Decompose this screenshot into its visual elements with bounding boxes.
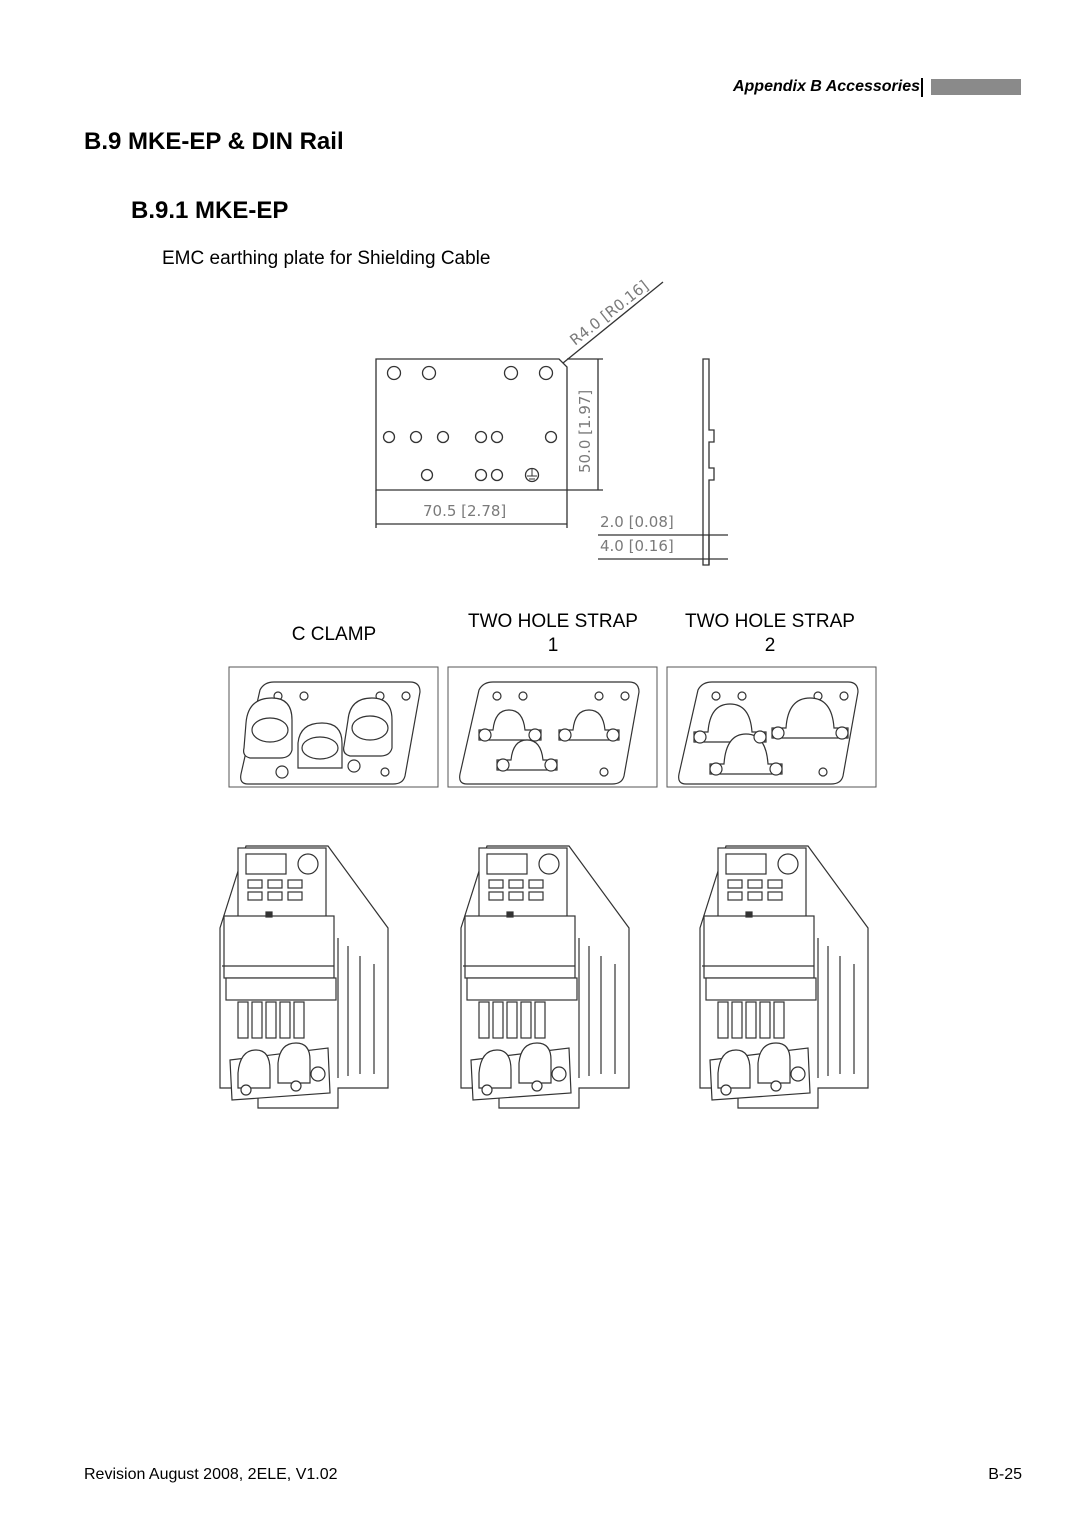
height-dimension: 50.0 [1.97] xyxy=(576,390,594,473)
plate-outline xyxy=(375,358,568,491)
accessory-illustrations xyxy=(228,666,877,788)
drive-with-c-clamp xyxy=(219,845,389,1109)
strap-2-frame xyxy=(666,666,877,788)
page-number: B-25 xyxy=(988,1466,1022,1483)
strap-1-frame xyxy=(447,666,658,788)
width-dimension: 70.5 [2.78] xyxy=(423,502,506,520)
c-clamp-illustration xyxy=(240,681,421,785)
drive-with-strap-1 xyxy=(460,845,630,1109)
plate-dimension-drawing: 70.5 [2.78] 2.0 [0.08] 4.0 [0.16] 50.0 [… xyxy=(375,277,728,566)
ground-symbol xyxy=(527,469,537,480)
plate-description: EMC earthing plate for Shielding Cable xyxy=(162,248,491,269)
depth-dimension: 4.0 [0.16] xyxy=(600,537,674,555)
header-title: Appendix B Accessories xyxy=(732,78,920,95)
drive-with-strap-2 xyxy=(699,845,869,1109)
c-clamp-label: C CLAMP xyxy=(291,624,377,645)
strap-1-illustration xyxy=(459,681,640,785)
two-hole-strap-1-label: TWO HOLE STRAP 1 xyxy=(468,611,638,656)
section-title: B.9 MKE-EP & DIN Rail xyxy=(84,128,344,155)
plate-holes xyxy=(382,365,558,483)
strap-2-illustration xyxy=(678,681,859,785)
drive-installations xyxy=(219,845,869,1109)
vfd-el-logo xyxy=(931,79,1021,95)
plate-side-profile xyxy=(702,358,715,566)
two-hole-strap-2-label: TWO HOLE STRAP 2 xyxy=(685,611,855,656)
radius-dimension: R4.0 [R0.16] xyxy=(566,277,652,349)
c-clamp-frame xyxy=(228,666,439,788)
header-separator xyxy=(921,78,923,97)
subsection-title: B.9.1 MKE-EP xyxy=(131,197,289,224)
footer-revision: Revision August 2008, 2ELE, V1.02 xyxy=(84,1466,338,1483)
thickness-dimension: 2.0 [0.08] xyxy=(600,513,674,531)
